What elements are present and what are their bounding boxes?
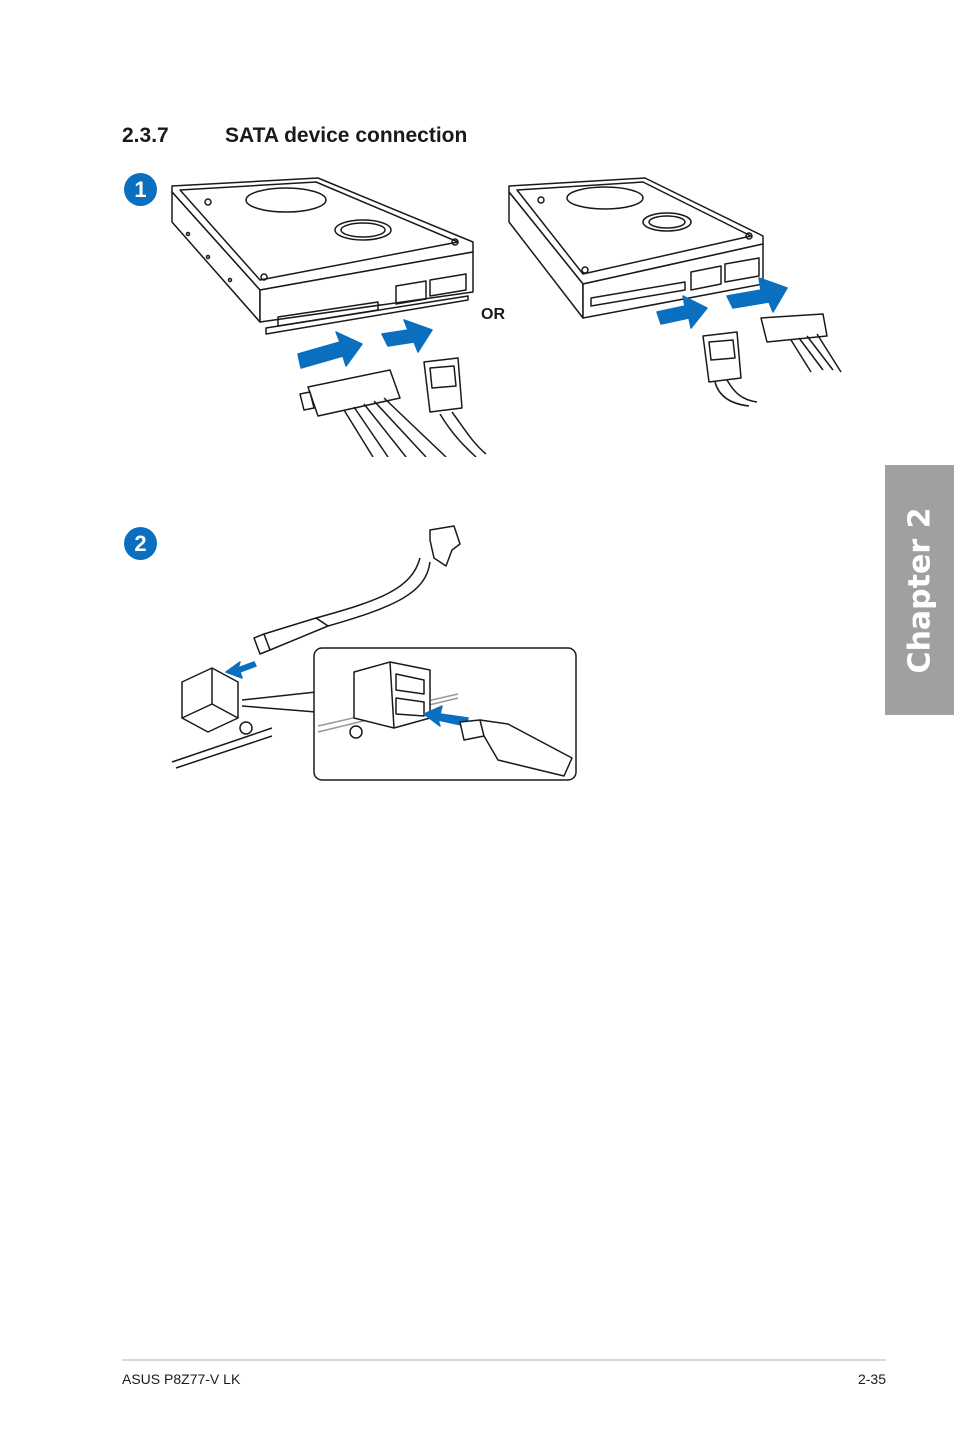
section-heading: 2.3.7 SATA device connection xyxy=(122,122,467,150)
section-number: 2.3.7 xyxy=(122,124,169,147)
footer-page-number: 2-35 xyxy=(857,1371,886,1387)
footer-divider xyxy=(122,1359,886,1361)
step-2-badge: 2 xyxy=(124,527,157,560)
chapter-tab-label: Chapter 2 xyxy=(902,507,937,673)
step-1-badge: 1 xyxy=(124,173,157,206)
section-title: SATA device connection xyxy=(225,124,468,147)
hdd-connection-illustration-right xyxy=(508,177,842,407)
or-label: OR xyxy=(481,306,505,323)
hdd-connection-illustration-left xyxy=(171,177,487,457)
chapter-tab: Chapter 2 xyxy=(885,465,954,715)
footer-product-name: ASUS P8Z77-V LK xyxy=(122,1371,241,1387)
sata-port-connection-illustration xyxy=(171,525,577,781)
